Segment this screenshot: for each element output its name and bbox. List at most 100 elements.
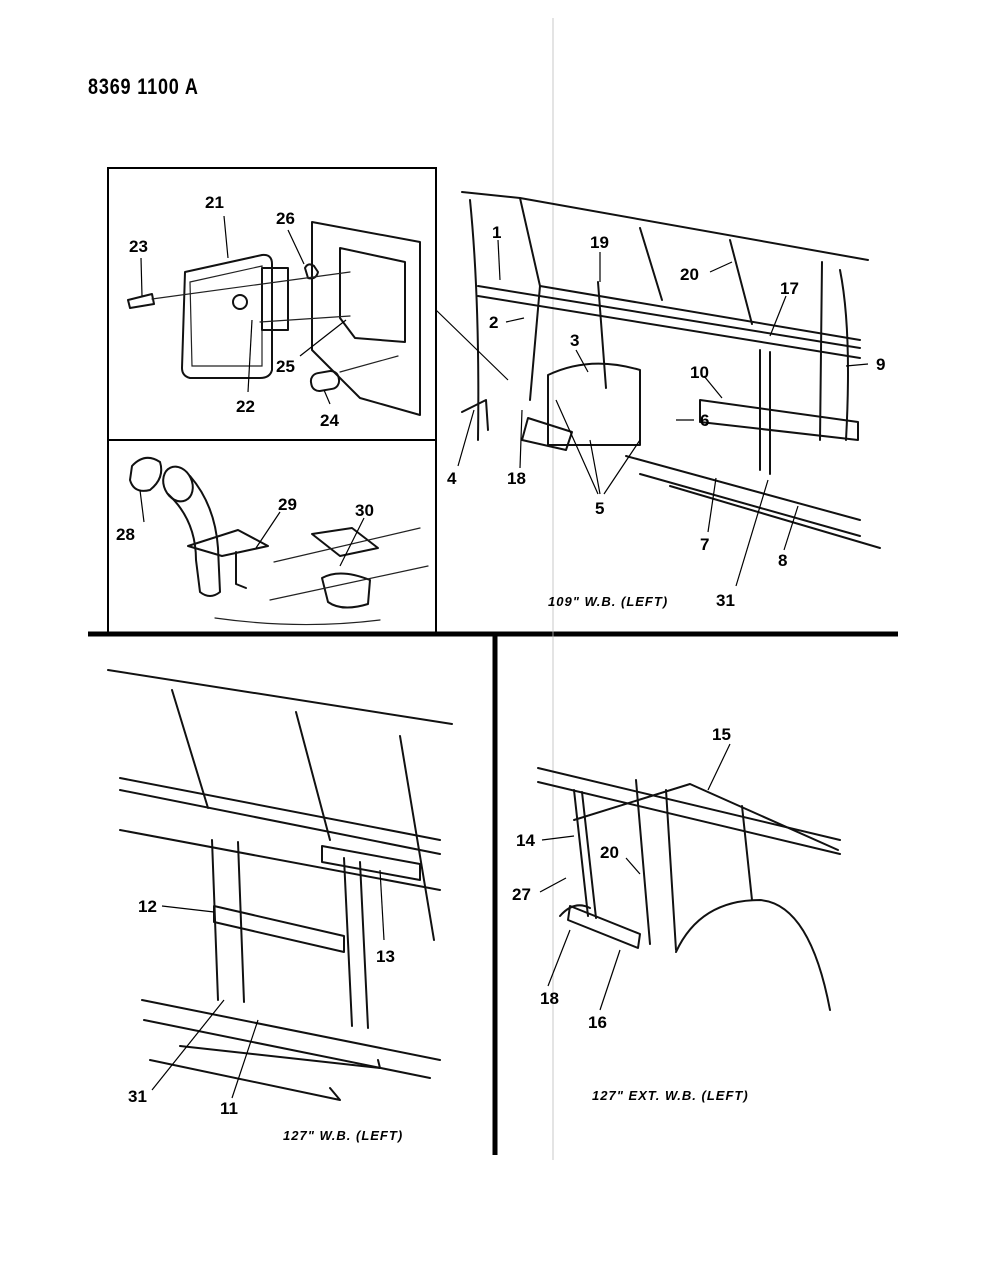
leader-20 [709,261,733,273]
mount-30 [321,572,371,609]
posts-127 [211,839,369,1029]
leader-22 [247,319,253,393]
caption-127: 127" W.B. (LEFT) [283,1128,403,1143]
leader-14 [541,835,575,841]
panel-frames [88,18,898,1160]
leader-1 [497,239,501,281]
callout-6: 6 [700,411,709,430]
pillar-front [469,199,480,441]
leader-28 [139,489,145,523]
belt-127 [119,777,441,855]
hinge-bracket [261,267,289,331]
leader-23 [140,257,143,297]
leader-31b [151,999,225,1091]
callout-5: 5 [595,499,604,518]
callout-20: 20 [680,265,699,284]
callout-22: 22 [236,397,255,416]
leader-21 [223,215,229,259]
view-127-drawing [107,669,453,1101]
filler-tube-drawing [129,456,429,626]
view-127-ext-drawing [537,767,841,1011]
callout-labels: 21 23 26 25 22 24 28 29 30 1 19 20 17 2 … [116,193,885,1143]
roof-line-127 [107,669,453,725]
leader-17 [769,295,787,337]
mount-axis [259,315,351,323]
sill-16 [567,905,641,949]
bracket-29 [187,529,269,557]
leader-20b [625,857,641,875]
leader-24 [323,389,331,405]
inset-frame [107,167,437,635]
callout-28: 28 [116,525,135,544]
vertical-ribs [529,227,823,441]
callout-10: 10 [690,363,709,382]
leader-11 [231,1019,259,1099]
callout-29: 29 [278,495,297,514]
stiffener-12 [213,905,345,953]
gasket-28 [129,456,163,492]
callout-27: 27 [512,885,531,904]
callout-26: 26 [276,209,295,228]
callout-7: 7 [700,535,709,554]
callout-8: 8 [778,551,787,570]
callout-3: 3 [570,331,579,350]
floor-panel-11 [149,1045,381,1101]
leader-18b [547,929,571,987]
fuel-door-drawing [127,221,421,416]
leader-2 [505,317,525,323]
callout-4: 4 [447,469,457,488]
callout-18b: 18 [540,989,559,1008]
pillar-rear [839,269,849,441]
wheelhouse-lip [521,417,573,451]
callout-24: 24 [320,411,339,430]
callout-2: 2 [489,313,498,332]
callout-31b: 31 [128,1087,147,1106]
stiffener-13 [321,845,421,881]
leader-13 [379,869,385,941]
callout-17: 17 [780,279,799,298]
leader-27 [539,877,567,893]
leader-9 [845,363,869,367]
document-number: 8369 1100 A [88,74,199,99]
frame-rails [214,527,429,626]
leader-7 [707,477,717,533]
rail-15 [573,783,839,851]
bracket-27 [559,904,591,917]
leader-31 [735,479,769,587]
belt-rail [477,285,861,359]
callout-21: 21 [205,193,224,212]
leader-12 [161,905,215,913]
floor-rails-127 [141,999,441,1079]
posts-ext [635,779,753,951]
callout-25: 25 [276,357,295,376]
pillars-127 [171,689,435,941]
post-17 [759,349,771,475]
leader-8 [783,505,799,551]
leader-3 [575,349,589,373]
callout-19: 19 [590,233,609,252]
leader-29 [255,511,281,549]
leader-5 [555,399,641,495]
caption-127-ext: 127" EXT. W.B. (LEFT) [592,1088,749,1103]
callout-12: 12 [138,897,157,916]
callout-15: 15 [712,725,731,744]
filler-neck [162,465,194,503]
bumper-axis [339,355,399,373]
window-sill-127 [119,829,441,891]
leader-25 [299,319,347,357]
wheelhouse [547,362,641,446]
screw-axis [151,271,351,300]
leader-4 [457,409,475,467]
roof-line [461,191,869,261]
sill-rails [625,455,881,549]
callout-11: 11 [220,1099,238,1118]
shield-upper [311,527,379,557]
leader-16 [599,949,621,1011]
callout-13: 13 [376,947,395,966]
leader-lines [139,215,869,1099]
screw-23 [127,293,155,309]
wheelhouse-ext [675,899,831,1011]
fuel-door-panel [181,253,273,379]
callout-23: 23 [129,237,148,256]
